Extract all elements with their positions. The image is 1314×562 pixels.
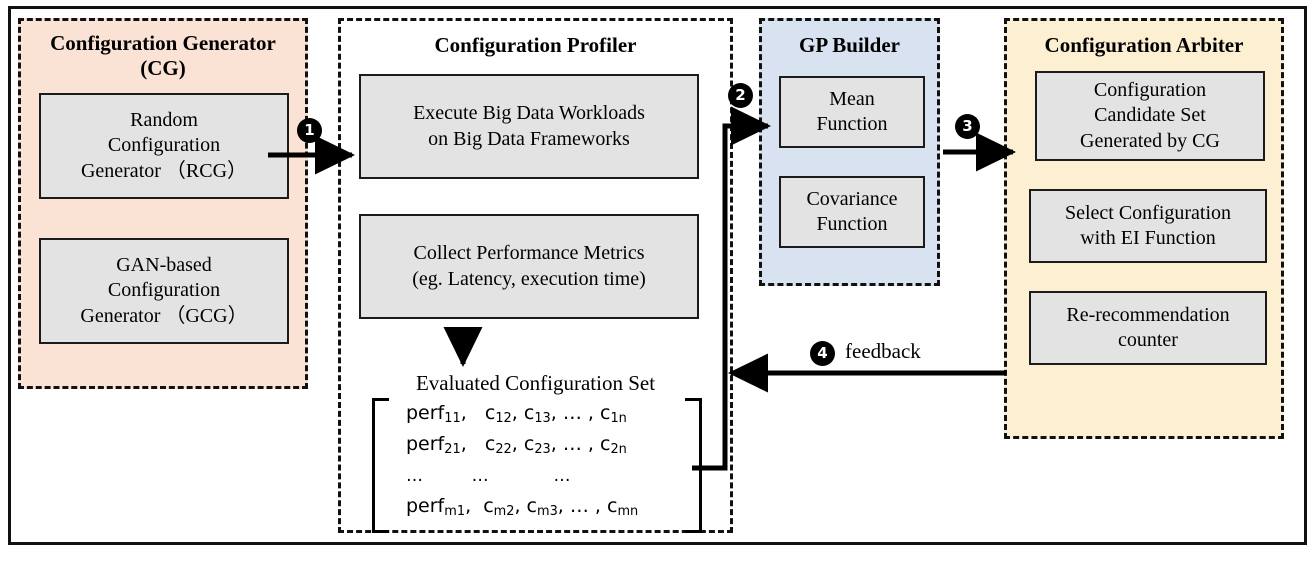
badge-1: 1 <box>297 118 322 143</box>
panel-profiler-title: Configuration Profiler <box>434 33 637 57</box>
box-configuration-candidate-set[interactable]: Configuration Candidate Set Generated by… <box>1035 71 1265 161</box>
box-rcg-line3: Generator （RCG） <box>80 159 248 182</box>
matrix-row-2: perf21, c22, c23, … , c2n <box>406 433 627 457</box>
box-mean-function[interactable]: Mean Function <box>779 76 925 148</box>
box-collect-line1: Collect Performance Metrics <box>413 242 645 265</box>
box-execute-line1: Execute Big Data Workloads <box>413 102 645 125</box>
box-gan-based-configuration-generator[interactable]: GAN-based Configuration Generator （GCG） <box>39 238 289 344</box>
box-collect-performance-metrics[interactable]: Collect Performance Metrics (eg. Latency… <box>359 214 699 319</box>
box-candidate-line2: Candidate Set <box>1094 104 1206 127</box>
panel-gp-title: GP Builder <box>799 33 900 57</box>
box-gcg-line1: GAN-based <box>116 254 212 277</box>
matrix-row-m: perfm1, cm2, cm3, … , cmn <box>406 495 639 519</box>
badge-3: 3 <box>955 114 980 139</box>
box-random-configuration-generator[interactable]: Random Configuration Generator （RCG） <box>39 93 289 199</box>
panel-arbiter-title: Configuration Arbiter <box>1044 33 1244 57</box>
box-candidate-line3: Generated by CG <box>1080 129 1220 152</box>
box-counter-line1: Re-recommendation <box>1066 303 1230 326</box>
box-select-line1: Select Configuration <box>1064 201 1232 224</box>
box-mean-line2: Function <box>816 113 888 135</box>
panel-configuration-arbiter: Configuration Arbiter Configuration Cand… <box>1004 18 1284 439</box>
box-covariance-line1: Covariance <box>806 187 898 210</box>
box-re-recommendation-counter[interactable]: Re-recommendation counter <box>1029 291 1267 365</box>
matrix-row-1: perf11, c12, c13, … , c1n <box>406 402 627 426</box>
box-select-configuration-ei[interactable]: Select Configuration with EI Function <box>1029 189 1267 263</box>
panel-configuration-generator: Configuration Generator (CG) Random Conf… <box>18 18 308 389</box>
label-evaluated-configuration-set: Evaluated Configuration Set <box>415 371 656 395</box>
box-covariance-line2: Function <box>816 213 888 235</box>
box-collect-line2: (eg. Latency, execution time) <box>412 267 646 290</box>
box-rcg-line2: Configuration <box>107 134 221 157</box>
box-select-line2: with EI Function <box>1080 227 1216 249</box>
box-gcg-line2: Configuration <box>107 279 221 302</box>
label-feedback: feedback <box>845 339 921 363</box>
evaluated-set-matrix: perf11, c12, c13, … , c1n perf21, c22, c… <box>372 398 702 533</box>
box-mean-line1: Mean <box>829 87 875 110</box>
box-counter-line2: counter <box>1118 329 1178 351</box>
box-covariance-function[interactable]: Covariance Function <box>779 176 925 248</box>
box-candidate-line1: Configuration <box>1093 79 1207 102</box>
matrix-bracket-left <box>372 398 389 533</box>
box-execute-line2: on Big Data Frameworks <box>428 127 630 150</box>
box-execute-big-data-workloads[interactable]: Execute Big Data Workloads on Big Data F… <box>359 74 699 179</box>
badge-4: 4 <box>810 341 835 366</box>
box-rcg-line1: Random <box>130 109 198 132</box>
box-gcg-line3: Generator （GCG） <box>80 304 248 327</box>
panel-cg-title-line1: Configuration Generator <box>50 31 276 55</box>
matrix-row-ellipsis: … … … <box>406 466 571 486</box>
panel-cg-title-line2: (CG) <box>140 56 186 80</box>
matrix-bracket-right <box>685 398 702 533</box>
badge-2: 2 <box>728 83 753 108</box>
panel-gp-builder: GP Builder Mean Function Covariance Func… <box>759 18 940 286</box>
